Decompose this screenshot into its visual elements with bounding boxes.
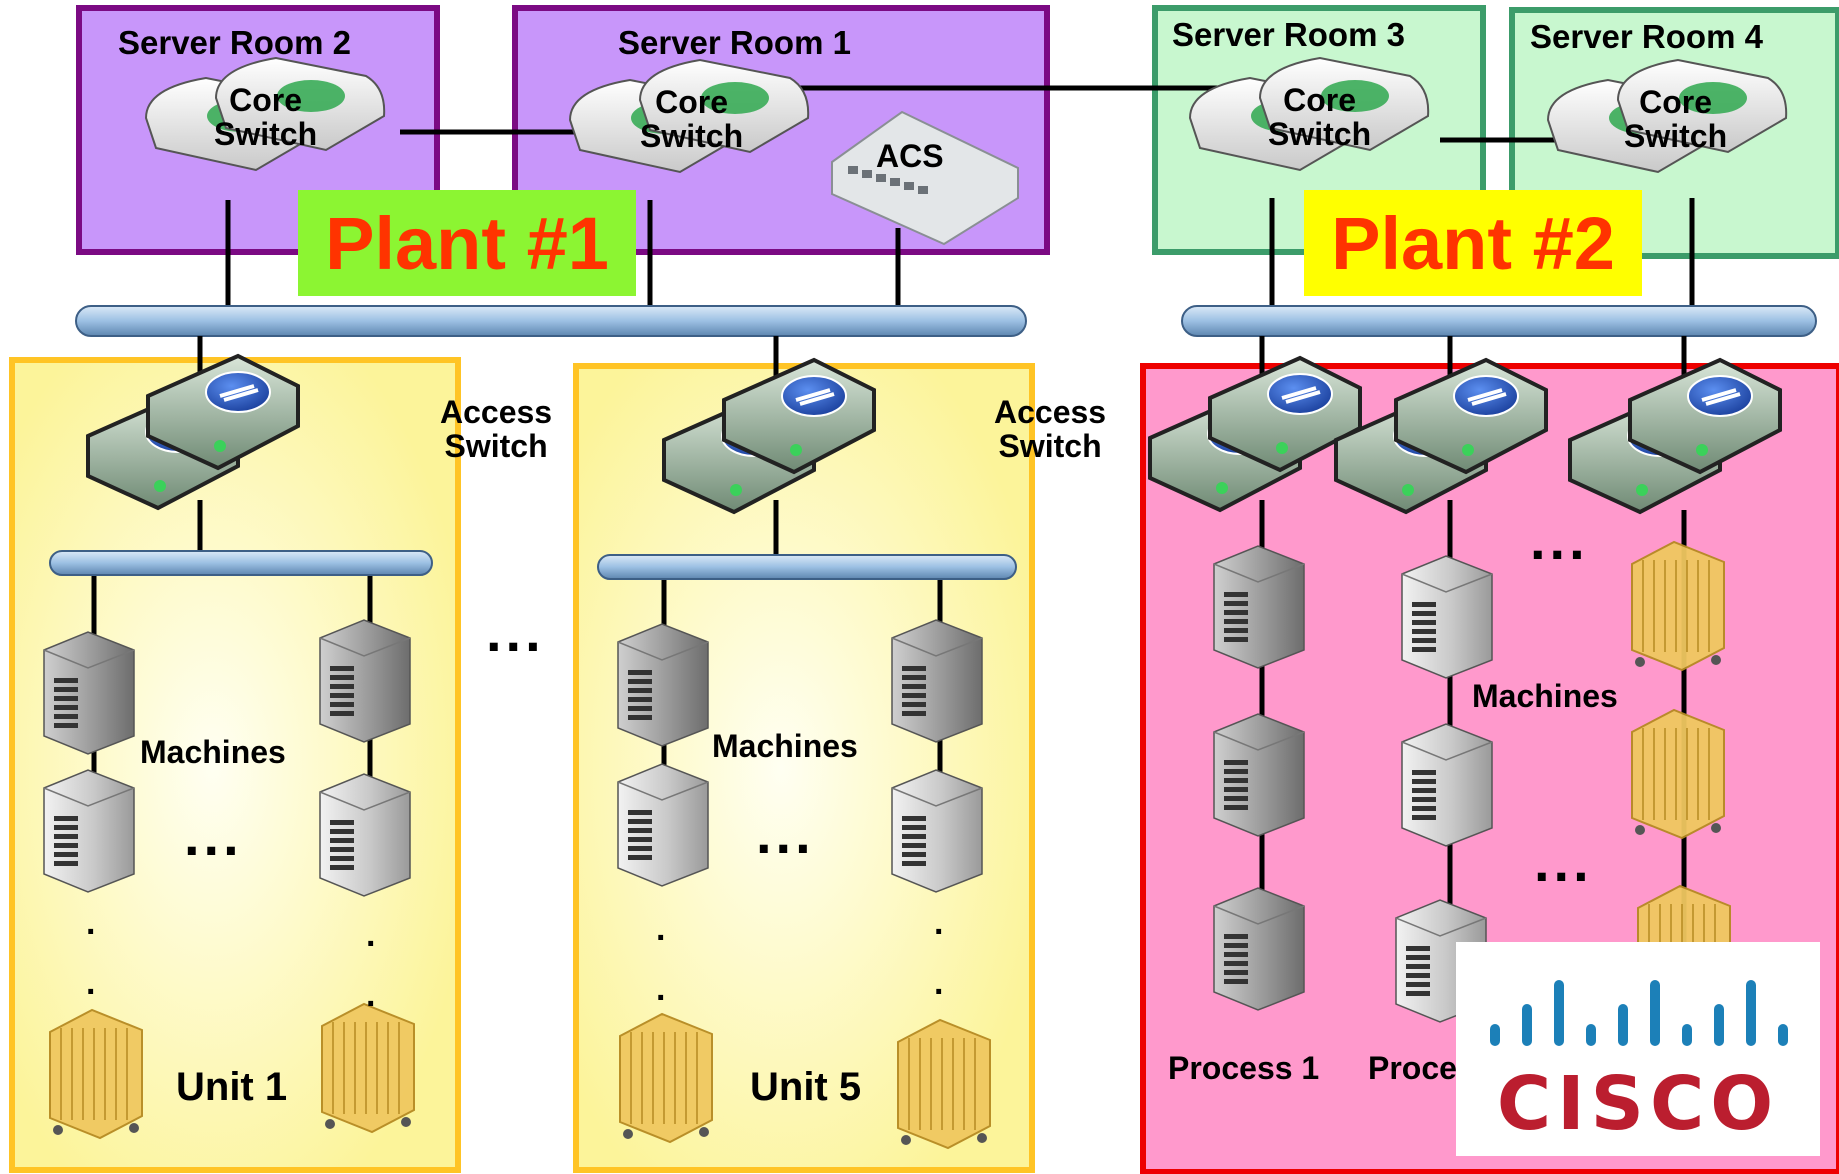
vertical-dot: . xyxy=(366,916,376,954)
machine-server-icon xyxy=(1213,545,1305,669)
access-switch-label: Access Switch xyxy=(994,394,1107,464)
backbone-bus-1 xyxy=(75,305,1027,337)
ellipsis: ... xyxy=(756,802,815,865)
machine-server-icon xyxy=(617,763,709,887)
server-room-4-title: Server Room 4 xyxy=(1530,18,1763,55)
machine-server-icon xyxy=(1401,723,1493,847)
server-room-3-title: Server Room 3 xyxy=(1172,16,1405,53)
core-switch-label: Core Switch xyxy=(1624,84,1728,154)
vertical-dot: . xyxy=(86,904,96,942)
access-switch-icon xyxy=(1568,357,1782,515)
machines-label: Machines xyxy=(1472,678,1618,714)
core-switch-icon xyxy=(1546,58,1788,174)
unit-5-bus xyxy=(597,554,1017,580)
access-switch-icon xyxy=(662,357,876,515)
ellipsis: ... xyxy=(184,804,243,867)
cart-icon xyxy=(321,1002,415,1134)
machine-server-icon xyxy=(1213,713,1305,837)
core-switch-icon xyxy=(568,58,810,174)
machine-server-icon xyxy=(43,769,135,893)
cart-icon xyxy=(1631,540,1725,672)
ellipsis: ... xyxy=(1534,830,1593,893)
core-switch-icon xyxy=(144,56,386,172)
access-switch-icon xyxy=(1334,357,1548,515)
backbone-bus-2 xyxy=(1181,305,1817,337)
core-switch-label: Core Switch xyxy=(1268,82,1372,152)
machine-server-icon xyxy=(319,619,411,743)
machine-server-icon xyxy=(617,623,709,747)
machines-label: Machines xyxy=(140,734,286,770)
cart-icon xyxy=(49,1008,143,1140)
cart-icon xyxy=(619,1012,713,1144)
plant-2-label: Plant #2 xyxy=(1331,201,1615,285)
process-1-label: Process 1 xyxy=(1168,1050,1320,1086)
unit-1-label: Unit 1 xyxy=(176,1065,288,1109)
access-switch-icon xyxy=(1148,355,1362,513)
machine-server-icon xyxy=(891,769,983,893)
plant-1-banner: Plant #1 xyxy=(298,190,636,296)
machines-label: Machines xyxy=(712,728,858,764)
server-room-1-title: Server Room 1 xyxy=(618,24,851,61)
vertical-dot: . xyxy=(656,910,666,948)
core-links xyxy=(225,85,1695,312)
cisco-bars-icon xyxy=(1490,980,1788,1046)
access-switch-label: Access Switch xyxy=(440,394,553,464)
machine-server-icon xyxy=(319,773,411,897)
acs-label: ACS xyxy=(876,138,944,174)
machine-server-icon xyxy=(1213,887,1305,1011)
machine-server-icon xyxy=(43,631,135,755)
ellipsis: ... xyxy=(1530,508,1589,571)
core-switch-label: Core Switch xyxy=(640,84,744,154)
core-switch-icon xyxy=(1188,56,1430,172)
vertical-dot: . xyxy=(366,976,376,1014)
cisco-logo: CISCO xyxy=(1456,942,1820,1156)
unit-1-bus xyxy=(49,550,433,576)
server-room-2-title: Server Room 2 xyxy=(118,24,351,61)
vertical-dot: . xyxy=(86,964,96,1002)
machine-server-icon xyxy=(1401,555,1493,679)
process-2-label: Proce xyxy=(1368,1050,1457,1086)
cart-icon xyxy=(1631,708,1725,840)
unit-5-label: Unit 5 xyxy=(750,1065,862,1109)
plant-1-label: Plant #1 xyxy=(325,201,609,285)
vertical-dot: . xyxy=(934,964,944,1002)
access-switch-icon xyxy=(86,353,300,511)
machine-server-icon xyxy=(891,619,983,743)
core-switch-label: Core Switch xyxy=(214,82,318,152)
ellipsis: ... xyxy=(486,600,545,663)
vertical-dot: . xyxy=(934,904,944,942)
vertical-dot: . xyxy=(656,970,666,1008)
plant-2-banner: Plant #2 xyxy=(1304,190,1642,296)
acs-device-icon xyxy=(831,110,1019,246)
cart-icon xyxy=(897,1018,991,1150)
cisco-wordmark: CISCO xyxy=(1496,1061,1780,1147)
